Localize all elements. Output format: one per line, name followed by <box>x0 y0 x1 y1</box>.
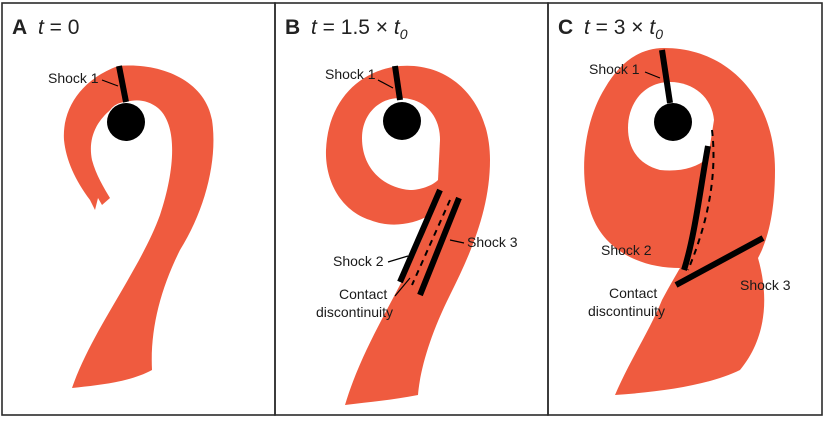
panel-c-shock1-label: Shock 1 <box>589 61 640 77</box>
panel-a-letter: A <box>12 16 27 39</box>
panel-c-letter: C <box>558 16 573 39</box>
panel-c-frame <box>547 2 823 416</box>
panel-c-shock2-label: Shock 2 <box>601 242 652 258</box>
panel-a-shock1-leader <box>101 79 119 87</box>
panel-b-time: t = 1.5 × t0 <box>311 16 408 42</box>
panel-b-contact-label-2: discontinuity <box>316 304 393 320</box>
panel-c-shock3 <box>674 235 765 288</box>
panel-b-shock1-leader <box>377 79 394 89</box>
panel-c-contact-label-2: discontinuity <box>588 303 665 319</box>
panel-c-shock3-label: Shock 3 <box>740 277 791 293</box>
panel-a-shock1 <box>116 65 129 103</box>
panel-a: A t = 0 Shock 1 <box>12 16 214 389</box>
panel-b-shock3-leader <box>449 239 465 244</box>
panel-c-star <box>654 103 692 141</box>
panel-b-shock1 <box>392 65 403 101</box>
panel-b-star <box>383 102 421 140</box>
panel-b-contact <box>411 199 451 286</box>
panel-c-shock1-leader <box>644 71 661 79</box>
panel-c: C t = 3 × t0 Shock 1 Shock 2 Shock 3 Con… <box>558 16 791 395</box>
panel-c-shock1 <box>659 49 673 104</box>
panel-b-letter: B <box>285 16 300 39</box>
panel-a-ejecta <box>63 65 214 389</box>
panel-b-contact-leader <box>394 277 411 297</box>
panel-c-time: t = 3 × t0 <box>584 16 663 42</box>
panel-b-contact-label-1: Contact <box>339 286 387 302</box>
panel-a-shock1-label: Shock 1 <box>48 70 99 86</box>
panel-c-contact-label-1: Contact <box>609 285 657 301</box>
panel-b-shock3-label: Shock 3 <box>467 234 518 250</box>
panel-b-shock2 <box>397 188 443 284</box>
panel-b-shock2-leader <box>387 255 409 263</box>
panel-b: B t = 1.5 × t0 Shock 1 Shock 2 Shock 3 C… <box>285 16 518 405</box>
panel-a-time: t = 0 <box>38 16 79 39</box>
panel-c-shock2 <box>681 145 711 271</box>
panel-b-shock2-label: Shock 2 <box>333 253 384 269</box>
panel-b-shock3 <box>417 196 462 297</box>
panel-b-shock1-label: Shock 1 <box>325 66 376 82</box>
panel-a-star <box>107 103 145 141</box>
